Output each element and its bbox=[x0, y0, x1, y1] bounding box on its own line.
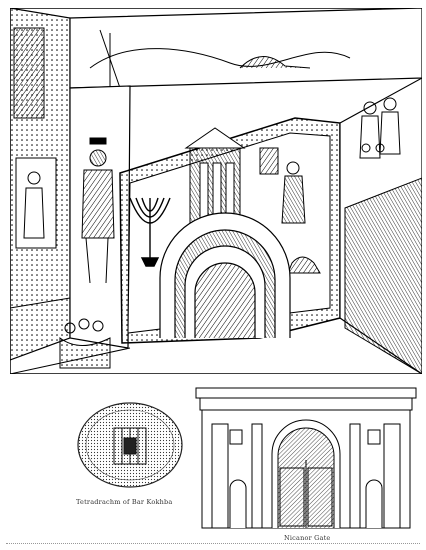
archway bbox=[159, 212, 291, 338]
coin-caption: Tetradrachm of Bar Kokhba bbox=[76, 498, 173, 506]
standing-figure-left bbox=[23, 171, 45, 239]
king-figure bbox=[81, 137, 115, 284]
gate-elevation bbox=[195, 387, 417, 529]
robed-figure-right bbox=[281, 161, 306, 224]
coin-temple-design bbox=[113, 427, 147, 465]
gate-caption: Nicanor Gate bbox=[284, 534, 331, 542]
bottom-rule bbox=[6, 543, 420, 545]
group-of-figures-right bbox=[359, 97, 401, 159]
coin-illustration bbox=[77, 402, 183, 488]
fresco-illustration bbox=[10, 8, 422, 374]
temple-facade bbox=[184, 127, 246, 227]
menorah bbox=[129, 197, 171, 267]
